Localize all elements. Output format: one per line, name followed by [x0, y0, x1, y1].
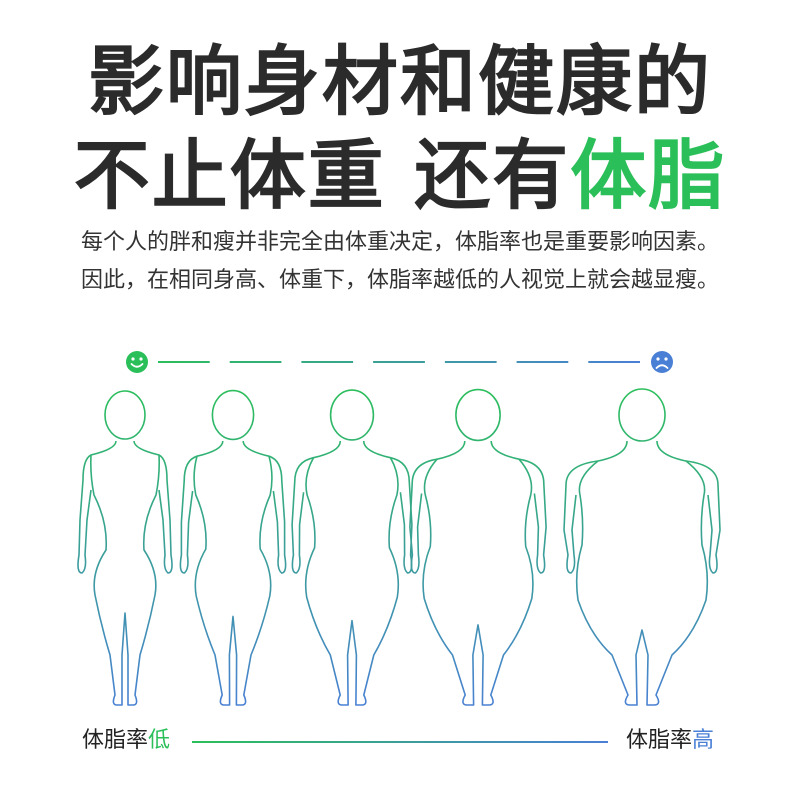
sad-face-icon [651, 351, 673, 373]
headline-line-2: 不止体重 还有体脂 [0, 138, 800, 214]
silhouette-body [304, 440, 400, 706]
silhouette-left-arm [409, 458, 438, 574]
silhouette-head [329, 389, 375, 441]
silhouette-left-arm [563, 460, 599, 574]
headline-text-2: 不止体重 还有 [73, 131, 571, 220]
silhouette-right-arm [518, 458, 547, 574]
body-silhouette [563, 388, 721, 706]
description-line-2: 因此，在相同身高、体重下，体脂率越低的人视觉上就会越显瘦。 [80, 268, 719, 293]
silhouette-head [104, 390, 146, 440]
silhouette-body [422, 440, 534, 706]
silhouette-head [618, 388, 666, 442]
silhouette-right-arm [685, 460, 721, 574]
silhouette-left-arm [77, 454, 92, 574]
body-fat-scale [126, 351, 673, 373]
silhouette-head [211, 389, 255, 441]
silhouette-right-arm [390, 456, 413, 574]
silhouette-body [193, 440, 273, 706]
high-word: 高 [691, 728, 714, 753]
high-label-prefix: 体脂率 [625, 728, 692, 753]
body-silhouette [179, 389, 287, 706]
silhouette-left-arm [291, 456, 314, 574]
headline-highlight: 体脂 [570, 131, 727, 220]
silhouette-right-arm [158, 454, 173, 574]
description-line-1: 每个人的胖和瘦并非完全由体重决定，体脂率也是重要影响因素。 [80, 230, 719, 255]
low-word: 低 [148, 728, 171, 753]
low-body-fat-label: 体脂率低 [82, 730, 170, 752]
body-silhouettes [77, 388, 721, 706]
headline-line-1: 影响身材和健康的 [0, 44, 800, 120]
smiley-face-icon [126, 351, 148, 373]
low-label-prefix: 体脂率 [82, 728, 149, 753]
silhouette-body [575, 440, 709, 706]
high-body-fat-label: 体脂率高 [626, 730, 714, 752]
silhouette-body [90, 440, 160, 706]
body-silhouette [77, 390, 173, 706]
silhouette-left-arm [179, 455, 198, 574]
silhouette-head [455, 388, 501, 442]
body-silhouette [409, 388, 547, 706]
body-silhouette [291, 389, 413, 706]
body-fat-gradient-line [192, 741, 608, 743]
headline-text-1: 影响身材和健康的 [88, 37, 712, 126]
silhouette-right-arm [268, 455, 287, 574]
